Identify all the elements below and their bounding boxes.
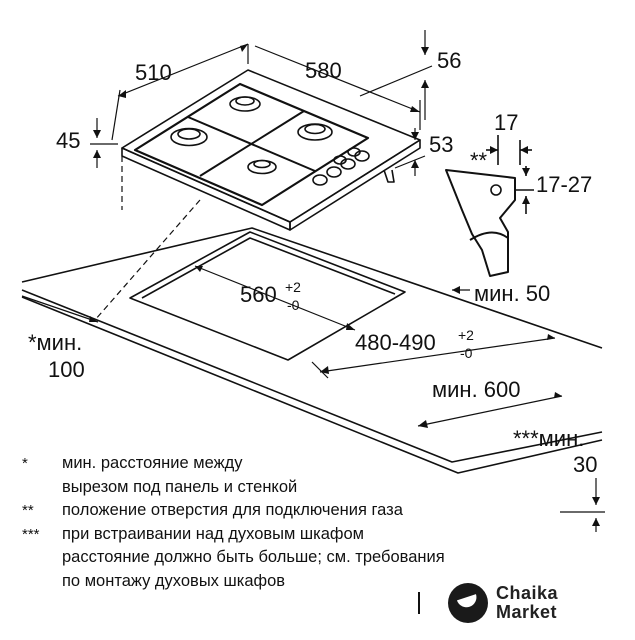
dim-min-30-label-line1: ***мин.	[513, 426, 584, 451]
control-knobs	[312, 147, 370, 186]
footnote-text: положение отверстия для подключения газа	[62, 501, 403, 519]
gas-connection-hole	[490, 184, 502, 196]
worktop-cutout-inner-edge	[141, 237, 396, 299]
dim-580-line	[254, 45, 421, 113]
footnotes: * мин. расстояние между вырезом под пане…	[22, 452, 622, 593]
dim-480-label: 480-490	[355, 330, 436, 355]
dimension-arrows	[89, 44, 600, 526]
dim-510-extension	[111, 89, 121, 141]
cooktop	[121, 69, 421, 231]
dim-480-tol-upper: +2	[458, 327, 474, 343]
dim-560-label: 560	[240, 282, 277, 307]
projection-lines	[94, 156, 201, 321]
seagull-icon	[448, 583, 488, 623]
dim-510-line	[117, 43, 249, 97]
burner-front-left	[170, 127, 208, 147]
dim-min-100-label-line1: *мин.	[28, 330, 82, 355]
footnote: *** при встраивании над духовым шкафом р…	[22, 523, 622, 594]
dimension-lines	[21, 30, 605, 532]
side-profile	[445, 169, 516, 277]
dim-560-tol-upper: +2	[285, 279, 301, 295]
dim-min-30-label-line2: 30	[573, 452, 597, 477]
worktop-top-edge	[21, 227, 603, 349]
pan-support-bar	[199, 110, 305, 177]
footnote-text: по монтажу духовых шкафов	[62, 571, 286, 590]
cooktop-side-edge	[289, 139, 421, 231]
footnote-text: расстояние должно быть больше; см. требо…	[62, 548, 445, 566]
logo-line2: Market	[496, 602, 558, 622]
dim-min-600-label: мин. 600	[432, 377, 521, 402]
dim-510-label: 510	[135, 60, 172, 85]
gas-connection-detail	[445, 135, 534, 277]
worktop	[21, 227, 603, 474]
dim-480-line	[319, 337, 556, 373]
dim-600-line	[417, 395, 563, 427]
pan-support-grid	[133, 82, 370, 207]
dim-480-tol-lower: -0	[460, 345, 473, 361]
footnote-text: при встраивании над духовым шкафом	[62, 524, 365, 543]
burner-back-right	[297, 123, 333, 141]
dim-53-label: 53	[429, 132, 453, 157]
worktop-front-line-2	[21, 296, 603, 474]
footnote-mark: *	[22, 455, 28, 472]
logo-line1: Chaika	[496, 583, 559, 603]
dim-100-line	[21, 295, 99, 323]
footnote: * мин. расстояние между вырезом под пане…	[22, 452, 622, 499]
footnote-mark: ***	[22, 525, 40, 543]
dim-17-27-label: 17-27	[536, 172, 592, 197]
logo-wordmark: Chaika Market	[496, 584, 558, 622]
chaika-market-logo: Chaika Market	[418, 578, 558, 628]
dim-560-line	[194, 265, 356, 331]
footnote-text: вырезом под панель и стенкой	[62, 477, 298, 496]
gas-pipe	[383, 169, 395, 183]
footnote-mark: **	[22, 502, 34, 519]
gas-mark-label: **	[470, 148, 488, 173]
footnote: ** положение отверстия для подключения г…	[22, 499, 622, 523]
dim-min-50-label: мин. 50	[474, 281, 550, 306]
dim-56-label: 56	[437, 48, 461, 73]
worktop-cutout	[129, 231, 406, 361]
dim-560-tol-lower: -0	[287, 297, 300, 313]
burner-front-right	[247, 159, 277, 175]
dim-min-100-label-line2: 100	[48, 357, 85, 382]
logo-divider	[418, 592, 420, 614]
dim-45-label: 45	[56, 128, 80, 153]
worktop-front-line-1	[21, 289, 603, 463]
dim-580-label: 580	[305, 58, 342, 83]
burner-back-left	[229, 96, 261, 112]
dim-17-label: 17	[494, 110, 518, 135]
footnote-text: мин. расстояние между	[62, 454, 243, 472]
